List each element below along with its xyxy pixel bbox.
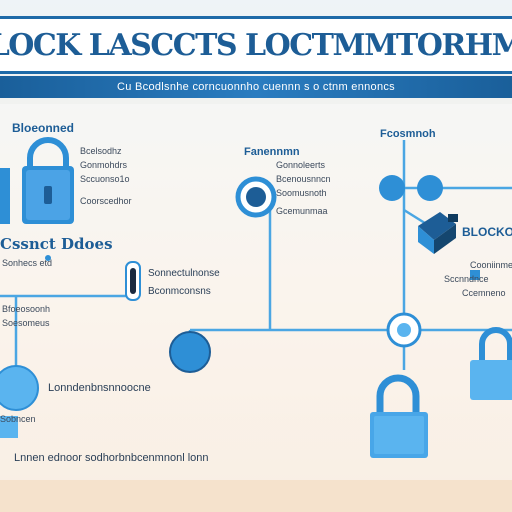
padlock-icon — [370, 374, 428, 458]
mid-left-heading: Cssnct Ddoes — [0, 235, 113, 253]
top-left-line: Bcelsodhz — [80, 146, 122, 156]
mid-left-line: Soesomeus — [2, 318, 50, 328]
footer-bar — [0, 480, 512, 512]
mid-left-line: Sonhecs etd — [2, 258, 53, 268]
center-mid-line: Bconmconsns — [148, 286, 211, 297]
panel-edge-left — [0, 168, 10, 224]
node-icon — [235, 176, 277, 218]
mid-left-line: Bfoeosoonh — [2, 304, 51, 314]
top-left-line: Gonmohdrs — [80, 160, 128, 170]
panel-edge-left-lower — [0, 416, 18, 438]
node-icon — [379, 175, 443, 201]
padlock-icon — [22, 137, 74, 224]
center-top-line: Gcemunmaa — [276, 206, 328, 216]
right-lower-line: Cooniinme — [470, 260, 512, 270]
center-top-line: Gonnoleerts — [276, 160, 326, 170]
node-icon — [169, 331, 211, 373]
right-lower-line: Ccemneno — [462, 288, 506, 298]
right-lower-line: Sccnndnce — [444, 274, 489, 284]
bottom-left-line: Lonndenbnsnnoocne — [48, 382, 151, 394]
key-icon — [418, 212, 458, 254]
right-mid-heading: BLOCKOL — [462, 225, 512, 239]
top-left-line: Sccuonso1o — [80, 174, 130, 184]
subtitle: Cu Bcodlsnhe corncuonnho cuennn s o ctnm… — [117, 81, 395, 93]
center-top-line: Bcenousnncn — [276, 174, 331, 184]
page-title: LOCK LASCCTS LOCTMMTORHM — [0, 27, 512, 63]
title-banner: LOCK LASCCTS LOCTMMTORHM — [0, 16, 512, 74]
node-dot — [45, 255, 51, 261]
top-left-heading: Bloeonned — [12, 121, 74, 135]
top-left-line: Coorscedhor — [80, 196, 132, 206]
subtitle-bar: Cu Bcodlsnhe corncuonnho cuennn s o ctnm… — [0, 76, 512, 98]
keyhole-icon — [125, 261, 141, 301]
node-icon — [0, 365, 39, 411]
bottom-left-line: Sobncen — [0, 414, 36, 424]
center-top-heading: Fanennmn — [244, 146, 300, 158]
node-icon — [386, 312, 422, 348]
center-mid-line: Sonnectulnonse — [148, 268, 220, 279]
footer-text: Lnnen ednoor sodhorbnbcenmnonl lonn — [14, 452, 209, 464]
center-top-line: Soomusnoth — [276, 188, 327, 198]
node-dot — [470, 270, 480, 280]
top-right-heading: Fcosmnoh — [380, 128, 436, 140]
cylinder-lock-icon — [470, 327, 512, 400]
